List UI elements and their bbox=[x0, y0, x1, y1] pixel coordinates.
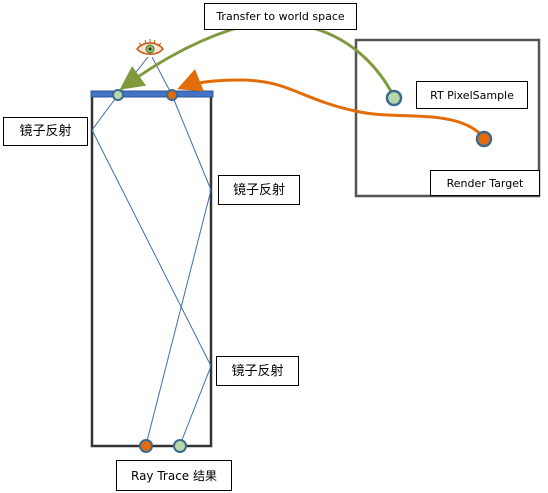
label-mirror-reflection-right-top: 镜子反射 bbox=[218, 175, 300, 205]
transfer-arrow-orange bbox=[177, 69, 486, 139]
point-bottom-green bbox=[173, 439, 187, 453]
ray-green-to-left-mirror bbox=[91, 94, 119, 131]
render-target-frame bbox=[354, 38, 541, 198]
label-rt-pixel-sample: RT PixelSample bbox=[416, 81, 528, 109]
point-bottom-orange bbox=[139, 439, 153, 453]
point-top-green bbox=[112, 89, 124, 101]
mirror-box-frame bbox=[90, 90, 213, 448]
point-render-target bbox=[475, 130, 493, 148]
ray-right-bottom-to-green-bottom bbox=[179, 365, 212, 446]
ray-left-mirror-to-right-bottom bbox=[91, 129, 212, 367]
ray-lines bbox=[91, 56, 212, 446]
label-ray-trace-result: Ray Trace 结果 bbox=[116, 460, 232, 491]
label-render-target: Render Target bbox=[430, 170, 540, 196]
label-mirror-reflection-right-bottom: 镜子反射 bbox=[216, 356, 299, 386]
point-rt-pixel bbox=[385, 89, 403, 107]
ray-eye-to-green bbox=[117, 56, 149, 96]
transfer-arrow-green bbox=[119, 21, 396, 98]
mirror-top-bar bbox=[90, 90, 214, 98]
ray-orange-to-right-top bbox=[171, 94, 212, 191]
label-mirror-reflection-left: 镜子反射 bbox=[3, 117, 88, 146]
point-top-orange bbox=[166, 89, 178, 101]
ray-eye-to-orange bbox=[151, 56, 173, 96]
ray-right-top-to-orange-bottom bbox=[145, 189, 212, 446]
eye-icon bbox=[136, 39, 164, 55]
label-transfer-to-world-space: Transfer to world space bbox=[204, 3, 357, 30]
